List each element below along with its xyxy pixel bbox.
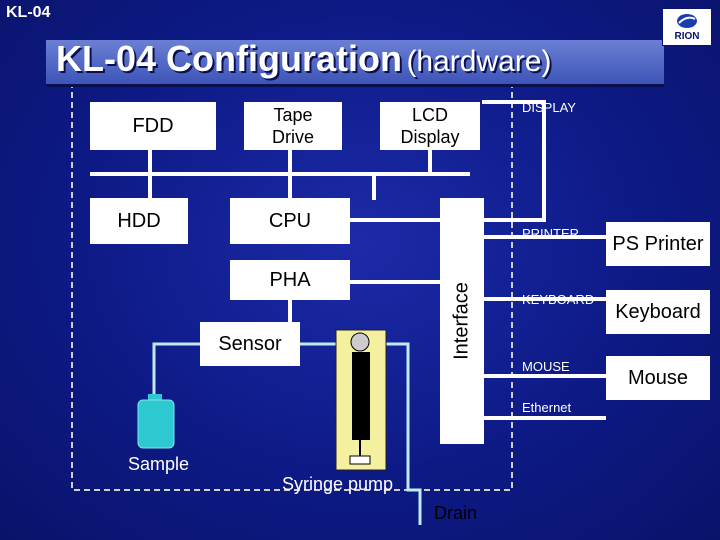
- pha-block: PHA: [230, 260, 350, 300]
- rion-logo: RION: [662, 8, 712, 46]
- port-printer: PRINTER: [522, 226, 580, 241]
- title-bar: [46, 40, 664, 87]
- title-main: KL-04 Configuration: [56, 38, 402, 79]
- ps-printer-block: PS Printer: [606, 222, 710, 266]
- cpu-block: CPU: [230, 198, 350, 244]
- lcd-display-block: LCD Display: [380, 102, 480, 150]
- keyboard-block: Keyboard: [606, 290, 710, 334]
- title-sub: (hardware): [406, 45, 552, 78]
- port-keyboard: KEYBOARD: [522, 292, 595, 307]
- syringe-valve: [350, 332, 370, 352]
- port-mouse: MOUSE: [522, 359, 570, 374]
- interface-connections: [288, 100, 606, 420]
- interface-block: [440, 198, 484, 444]
- sample-bottle-cap: [148, 394, 162, 402]
- page-title: KL-04 Configuration (hardware): [56, 38, 552, 80]
- logo-mark-icon: [677, 14, 697, 28]
- syringe-plunger-base: [349, 455, 371, 465]
- system-bus: [90, 150, 470, 200]
- sample-bottle: [137, 399, 175, 449]
- corner-label: KL-04: [6, 4, 51, 21]
- fdd-block: FDD: [90, 102, 216, 150]
- tape-drive-block: Tape Drive: [244, 102, 342, 150]
- mouse-block: Mouse: [606, 356, 710, 400]
- drain-label: Drain: [434, 503, 478, 523]
- sensor-block: Sensor: [200, 322, 300, 366]
- port-ethernet: Ethernet: [522, 400, 572, 415]
- sample-label: Sample: [128, 454, 190, 474]
- syringe-pump-label: Syringe pump: [282, 474, 394, 494]
- syringe-barrel: [352, 352, 370, 440]
- hdd-block: HDD: [90, 198, 188, 244]
- port-display: DISPLAY: [522, 100, 576, 115]
- interface-label: Interface: [450, 282, 473, 360]
- logo-text: RION: [674, 31, 700, 42]
